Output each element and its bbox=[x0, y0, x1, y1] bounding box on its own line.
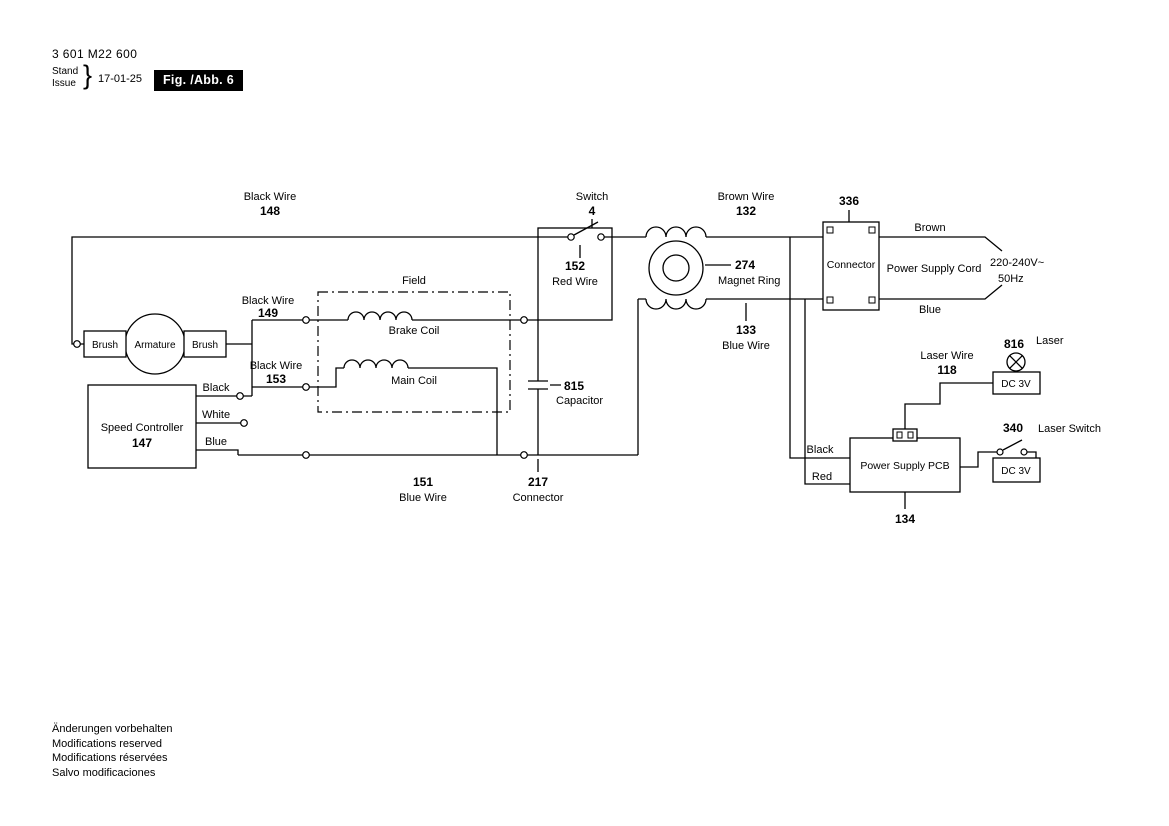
label-149-name: Black Wire bbox=[242, 295, 295, 307]
switch-152-box bbox=[537, 227, 613, 321]
speed-controller-box bbox=[87, 384, 197, 469]
notice-line: Änderungen vorbehalten bbox=[52, 723, 173, 735]
label-815-num: 815 bbox=[564, 379, 584, 393]
leader-lines bbox=[537, 210, 906, 509]
label-sc-blue: Blue bbox=[205, 436, 227, 448]
label-wire-132-name: Brown Wire bbox=[718, 191, 775, 203]
speed-controller-num: 147 bbox=[132, 436, 152, 450]
label-wire-132-num: 132 bbox=[736, 204, 756, 218]
label-sc-white: White bbox=[202, 409, 230, 421]
label-815-name: Capacitor bbox=[556, 395, 603, 407]
wire-black-153 bbox=[252, 367, 498, 455]
brake-coil-label: Brake Coil bbox=[389, 325, 440, 337]
speed-controller-label: Speed Controller bbox=[101, 422, 184, 434]
issue-date: 17-01-25 bbox=[98, 73, 143, 85]
field-label: Field bbox=[402, 275, 426, 287]
connector-336-box bbox=[822, 221, 880, 311]
label-connector-336-num: 336 bbox=[839, 194, 859, 208]
pcb-label: Power Supply PCB bbox=[860, 460, 949, 472]
notice-line: Salvo modificaciones bbox=[52, 766, 156, 779]
laser-dc-box bbox=[992, 371, 1041, 395]
label-118-num: 118 bbox=[937, 363, 957, 377]
label-274-num: 274 bbox=[735, 258, 755, 272]
label-217-name: Connector bbox=[513, 492, 564, 504]
wire-black-149 bbox=[226, 319, 538, 396]
label-151-num: 151 bbox=[413, 475, 433, 489]
capacitor-symbol bbox=[528, 380, 548, 390]
brush-right-box bbox=[183, 330, 227, 358]
label-133-num: 133 bbox=[736, 323, 756, 337]
magnet-ring-symbol bbox=[645, 226, 707, 310]
part-number: 3 601 M22 600 bbox=[52, 47, 138, 61]
label-pcb-red: Red bbox=[812, 471, 832, 483]
armature-label: Armature bbox=[134, 340, 176, 351]
label-134-num: 134 bbox=[895, 512, 915, 526]
field-box bbox=[317, 291, 511, 413]
label-wire-148-num: 148 bbox=[260, 204, 280, 218]
label-217-num: 217 bbox=[528, 475, 548, 489]
brush-left-box bbox=[83, 330, 127, 358]
switch-dc-label: DC 3V bbox=[1001, 466, 1031, 477]
label-cord-blue: Blue bbox=[919, 304, 941, 316]
footer-notices: Änderungen vorbehalten Modifications res… bbox=[52, 722, 172, 780]
laser-lamp-symbol bbox=[1006, 352, 1026, 372]
label-816-num: 816 bbox=[1004, 337, 1024, 351]
label-switch-4-num: 4 bbox=[589, 204, 596, 218]
label-274-name: Magnet Ring bbox=[718, 275, 780, 287]
terminal-circles bbox=[73, 316, 528, 459]
pcb-supply-wires bbox=[789, 237, 850, 485]
main-coil-symbol bbox=[343, 359, 409, 369]
label-340-name: Laser Switch bbox=[1038, 423, 1101, 435]
laser-switch-symbol bbox=[996, 439, 1028, 456]
switch-4-blade bbox=[573, 221, 599, 236]
connector-336-label: Connector bbox=[827, 259, 876, 271]
label-frequency: 50Hz bbox=[998, 273, 1024, 285]
brake-coil-symbol bbox=[347, 311, 413, 321]
power-cord-wires bbox=[879, 236, 1003, 300]
label-152-name: Red Wire bbox=[552, 276, 598, 288]
brush-right-label: Brush bbox=[192, 340, 218, 351]
label-cord-brown: Brown bbox=[914, 222, 945, 234]
switch-assembly bbox=[537, 221, 613, 321]
label-power-supply-cord: Power Supply Cord bbox=[887, 263, 982, 275]
main-coil-label: Main Coil bbox=[391, 375, 437, 387]
label-wire-148-name: Black Wire bbox=[244, 191, 297, 203]
stand-label: Stand bbox=[52, 66, 79, 77]
label-sc-black: Black bbox=[203, 382, 230, 394]
laser-switch-dc-box bbox=[992, 457, 1041, 483]
laser-dc-label: DC 3V bbox=[1001, 379, 1031, 390]
label-816-name: Laser bbox=[1036, 335, 1064, 347]
pcb-box bbox=[849, 437, 961, 493]
laser-switch-wires bbox=[960, 451, 1037, 468]
label-151-name: Blue Wire bbox=[399, 492, 447, 504]
diagram-labels: Black Wire 148 Switch 4 Brown Wire 132 3… bbox=[92, 191, 1101, 526]
brace-glyph: } bbox=[83, 60, 93, 90]
label-340-num: 340 bbox=[1003, 421, 1023, 435]
label-153-name: Black Wire bbox=[250, 360, 303, 372]
label-133-name: Blue Wire bbox=[722, 340, 770, 352]
label-118-name: Laser Wire bbox=[920, 350, 973, 362]
figure-badge: Fig. /Abb. 6 bbox=[154, 70, 243, 91]
notice-line: Modifications réservées bbox=[52, 752, 168, 764]
label-voltage: 220-240V~ bbox=[990, 257, 1044, 269]
pcb-assembly bbox=[849, 428, 961, 493]
label-149-num: 149 bbox=[258, 306, 278, 320]
notice-line: Modifications reserved bbox=[52, 737, 163, 750]
issue-block: Stand Issue bbox=[52, 66, 78, 90]
field-assembly bbox=[317, 291, 511, 413]
label-pcb-black: Black bbox=[807, 444, 834, 456]
label-152-num: 152 bbox=[565, 259, 585, 273]
motor-assembly bbox=[83, 313, 227, 375]
label-153-num: 153 bbox=[266, 372, 286, 386]
brush-left-label: Brush bbox=[92, 340, 118, 351]
issue-label: Issue bbox=[52, 78, 76, 89]
label-switch-4-name: Switch bbox=[576, 191, 608, 203]
